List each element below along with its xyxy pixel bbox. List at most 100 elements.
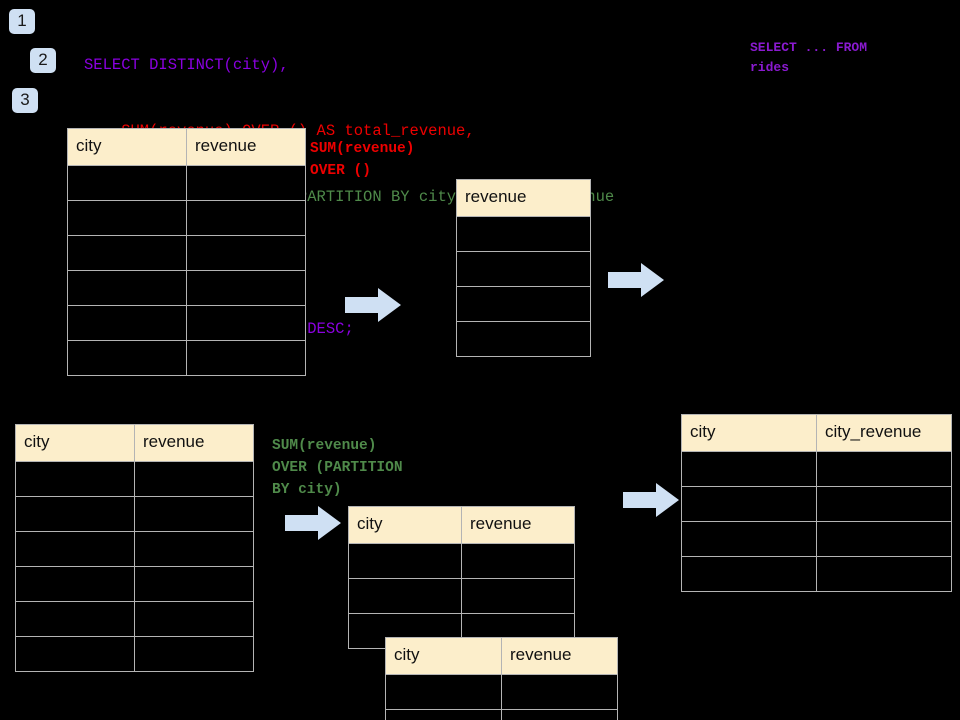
table-row <box>67 270 306 306</box>
column-header-city: city <box>681 414 817 452</box>
cell-city <box>67 165 187 201</box>
column-header-city: city <box>15 424 135 462</box>
cell-city <box>67 305 187 341</box>
cell-revenue <box>186 270 306 306</box>
cell-city <box>385 709 502 720</box>
table-row <box>456 251 591 287</box>
column-header-revenue: revenue <box>461 506 575 544</box>
cell-city <box>15 531 135 567</box>
step-badge-3: 3 <box>12 88 38 113</box>
column-header-revenue: revenue <box>501 637 618 675</box>
table-row <box>15 461 254 497</box>
table-row <box>456 216 591 252</box>
table-row <box>67 165 306 201</box>
cell-city-revenue <box>816 486 952 522</box>
cell-revenue <box>186 340 306 376</box>
cell-city <box>67 235 187 271</box>
cell-revenue <box>186 235 306 271</box>
table-row <box>15 566 254 602</box>
cell-revenue <box>134 566 254 602</box>
cell-city <box>15 566 135 602</box>
table-final-result: city city_revenue <box>681 414 952 592</box>
arrow-right-icon-bottom-1 <box>285 506 341 540</box>
cell-city <box>681 556 817 592</box>
column-header-city: city <box>67 128 187 166</box>
table-row <box>15 636 254 672</box>
cell-city <box>15 461 135 497</box>
cell-city-revenue <box>816 521 952 557</box>
cell-revenue <box>134 531 254 567</box>
column-header-city: city <box>385 637 502 675</box>
arrow-right-icon-bottom-2 <box>623 483 679 517</box>
table-row <box>67 200 306 236</box>
step-badge-1: 1 <box>9 9 35 34</box>
arrow-right-icon-top-1 <box>345 288 401 322</box>
table-row <box>681 451 952 487</box>
table-row <box>15 601 254 637</box>
cell-revenue <box>186 200 306 236</box>
table-row <box>348 578 575 614</box>
table-row <box>67 235 306 271</box>
column-header-revenue: revenue <box>186 128 306 166</box>
cell-city <box>348 578 462 614</box>
cell-revenue <box>456 321 591 357</box>
table-row <box>67 305 306 341</box>
cell-revenue <box>501 674 618 710</box>
cell-revenue <box>456 286 591 322</box>
annotation-sum-over-empty: SUM(revenue) OVER () <box>310 141 415 179</box>
cell-revenue <box>461 578 575 614</box>
cell-revenue <box>456 251 591 287</box>
table-rides-source-top: city revenue <box>67 128 306 376</box>
table-header-row: city revenue <box>348 506 575 544</box>
cell-city <box>67 200 187 236</box>
column-header-revenue: revenue <box>456 179 591 217</box>
table-row <box>681 521 952 557</box>
cell-city-revenue <box>816 556 952 592</box>
cell-city <box>67 270 187 306</box>
annotation-select-from-rides: SELECT ... FROM rides <box>750 40 868 75</box>
cell-revenue <box>461 543 575 579</box>
cell-city-revenue <box>816 451 952 487</box>
cell-city <box>681 451 817 487</box>
table-row <box>15 531 254 567</box>
cell-revenue <box>134 461 254 497</box>
column-header-revenue: revenue <box>134 424 254 462</box>
cell-revenue <box>186 165 306 201</box>
sql-line-select: SELECT DISTINCT(city), <box>84 56 289 74</box>
table-header-row: revenue <box>456 179 591 217</box>
cell-revenue <box>186 305 306 341</box>
step-badge-2: 2 <box>30 48 56 73</box>
cell-revenue <box>456 216 591 252</box>
table-rides-source-bottom: city revenue <box>15 424 254 672</box>
arrow-right-icon-top-2 <box>608 263 664 297</box>
table-header-row: city revenue <box>15 424 254 462</box>
table-row <box>681 556 952 592</box>
table-row <box>385 674 618 710</box>
table-row <box>681 486 952 522</box>
column-header-city: city <box>348 506 462 544</box>
table-row <box>456 321 591 357</box>
column-header-city-revenue: city_revenue <box>816 414 952 452</box>
cell-city <box>15 601 135 637</box>
table-row <box>456 286 591 322</box>
cell-revenue <box>501 709 618 720</box>
table-row <box>348 543 575 579</box>
table-row <box>385 709 618 720</box>
table-partition-group-a: city revenue <box>348 506 575 649</box>
cell-revenue <box>134 636 254 672</box>
table-total-revenue: revenue <box>456 179 591 357</box>
cell-revenue <box>134 496 254 532</box>
cell-city <box>15 496 135 532</box>
table-row <box>67 340 306 376</box>
cell-revenue <box>134 601 254 637</box>
cell-city <box>348 543 462 579</box>
annotation-sum-over-partition: SUM(revenue) OVER (PARTITION BY city) <box>272 438 403 498</box>
cell-city <box>385 674 502 710</box>
cell-city <box>681 486 817 522</box>
table-header-row: city city_revenue <box>681 414 952 452</box>
table-partition-group-b: city revenue <box>385 637 618 720</box>
table-header-row: city revenue <box>385 637 618 675</box>
table-header-row: city revenue <box>67 128 306 166</box>
table-row <box>15 496 254 532</box>
